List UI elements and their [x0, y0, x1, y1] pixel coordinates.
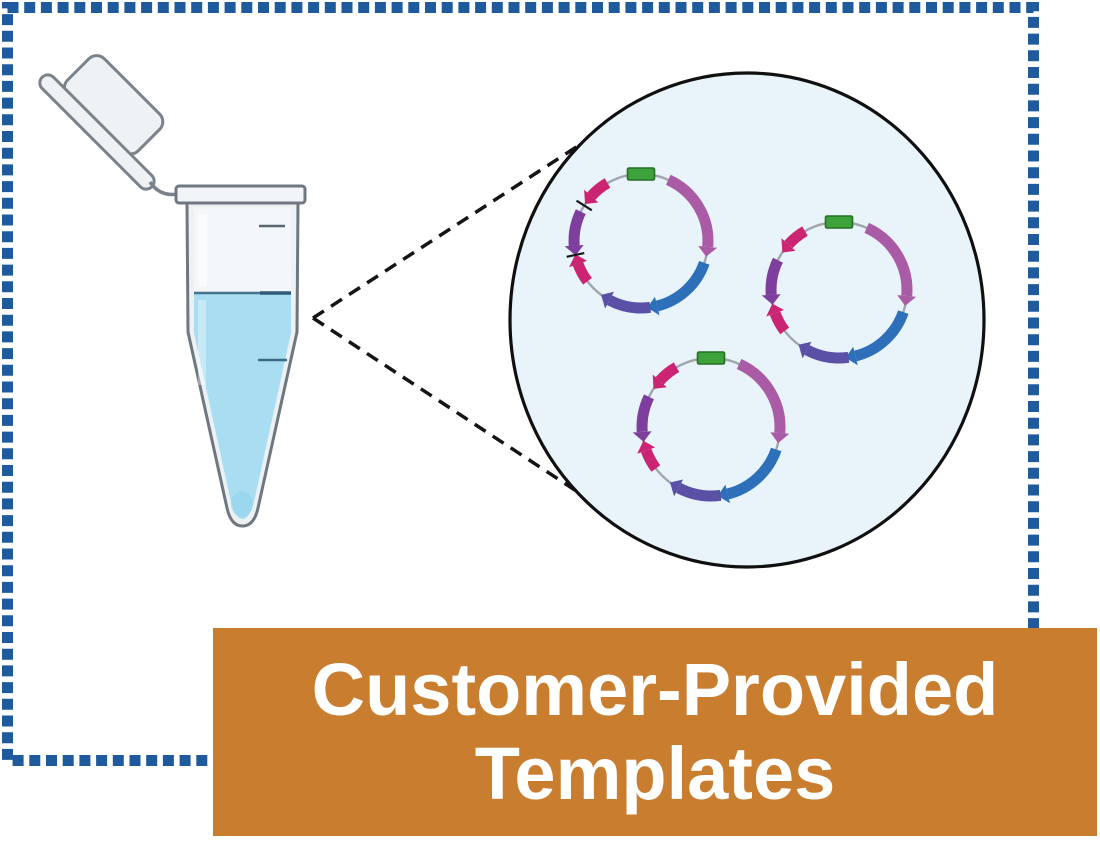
- pointer-lines: [312, 140, 585, 498]
- gene-mauve-large: [736, 358, 786, 434]
- gene-purple-arrowhead: [564, 245, 584, 256]
- plasmids-layer: [564, 167, 917, 504]
- marker-green: [696, 351, 726, 365]
- gene-purple-arrowhead: [632, 431, 652, 442]
- gene-blue-arrowhead: [845, 346, 858, 366]
- gene-indigo: [606, 295, 652, 314]
- gene-magenta-a: [641, 448, 661, 472]
- gene-indigo-arrowhead: [670, 479, 684, 497]
- gene-purple-arrowhead: [761, 294, 781, 305]
- plasmid-tick-mark: [566, 251, 585, 258]
- pointer-line-upper: [312, 140, 585, 320]
- gene-mauve-large-arrowhead: [698, 246, 718, 257]
- magnifier-circle: [508, 71, 986, 569]
- gene-blue-arrowhead: [647, 296, 660, 316]
- plasmid-diagram-1: [564, 167, 718, 316]
- gene-blue-arrowhead: [717, 484, 730, 504]
- gene-magenta-b-arrowhead: [584, 189, 599, 204]
- gene-magenta-a: [769, 311, 790, 335]
- liquid-glint: [198, 300, 206, 385]
- tube-cap-open: [38, 54, 165, 191]
- caption-banner: Customer-Provided Templates: [213, 628, 1097, 836]
- gene-purple: [636, 394, 655, 433]
- gene-indigo: [676, 482, 722, 502]
- gene-magenta-b: [655, 362, 680, 385]
- gene-magenta-b: [784, 226, 808, 249]
- gene-magenta-a-arrowhead: [569, 254, 587, 268]
- gene-mauve-large: [864, 222, 913, 297]
- plasmid-diagram-3: [632, 351, 790, 504]
- gene-magenta-b-arrowhead: [652, 374, 667, 389]
- caption-line-1: Customer-Provided: [311, 647, 999, 731]
- caption-line-2: Templates: [474, 732, 836, 815]
- tube-glass-glint-top: [198, 214, 207, 286]
- gene-blue: [726, 447, 782, 500]
- gene-magenta-a-arrowhead: [766, 303, 784, 317]
- tube-interior-highlight: [194, 207, 291, 291]
- gene-indigo-arrowhead: [798, 341, 812, 359]
- gene-mauve-large: [665, 174, 714, 248]
- gene-magenta-b-arrowhead: [781, 238, 796, 253]
- gene-purple: [765, 257, 783, 296]
- pointer-line-lower: [312, 316, 585, 498]
- plasmid-tick-mark: [575, 199, 593, 212]
- gene-indigo-arrowhead: [601, 291, 614, 309]
- gene-blue: [655, 260, 710, 312]
- marker-green: [824, 215, 854, 229]
- tube-liquid: [194, 292, 291, 519]
- gene-purple: [568, 209, 586, 247]
- plasmid-diagram-2: [761, 215, 917, 366]
- microcentrifuge-tube: [38, 54, 307, 528]
- tube-rim: [174, 184, 307, 205]
- marker-green: [626, 167, 656, 181]
- liquid-tip-shade: [231, 491, 253, 517]
- gene-blue: [853, 310, 909, 362]
- gene-indigo: [804, 345, 850, 364]
- gene-mauve-large-arrowhead: [897, 295, 917, 306]
- gene-magenta-a-arrowhead: [637, 440, 656, 454]
- gene-mauve-large-arrowhead: [770, 432, 790, 444]
